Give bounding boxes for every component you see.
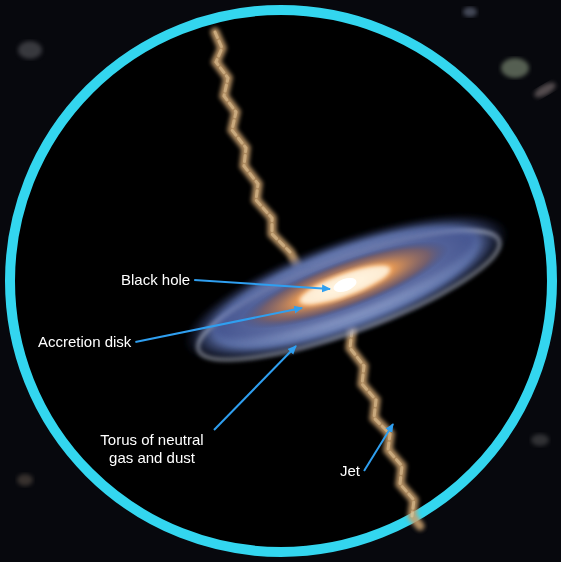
leader-line — [364, 424, 393, 471]
part-label: Torus of neutral gas and dust — [88, 431, 216, 467]
leader-line — [135, 308, 302, 342]
leader-line — [214, 346, 296, 430]
part-label: Black hole — [121, 271, 190, 289]
leader-line — [194, 280, 330, 289]
part-label: Accretion disk — [38, 333, 131, 351]
part-label: Jet — [340, 462, 360, 480]
